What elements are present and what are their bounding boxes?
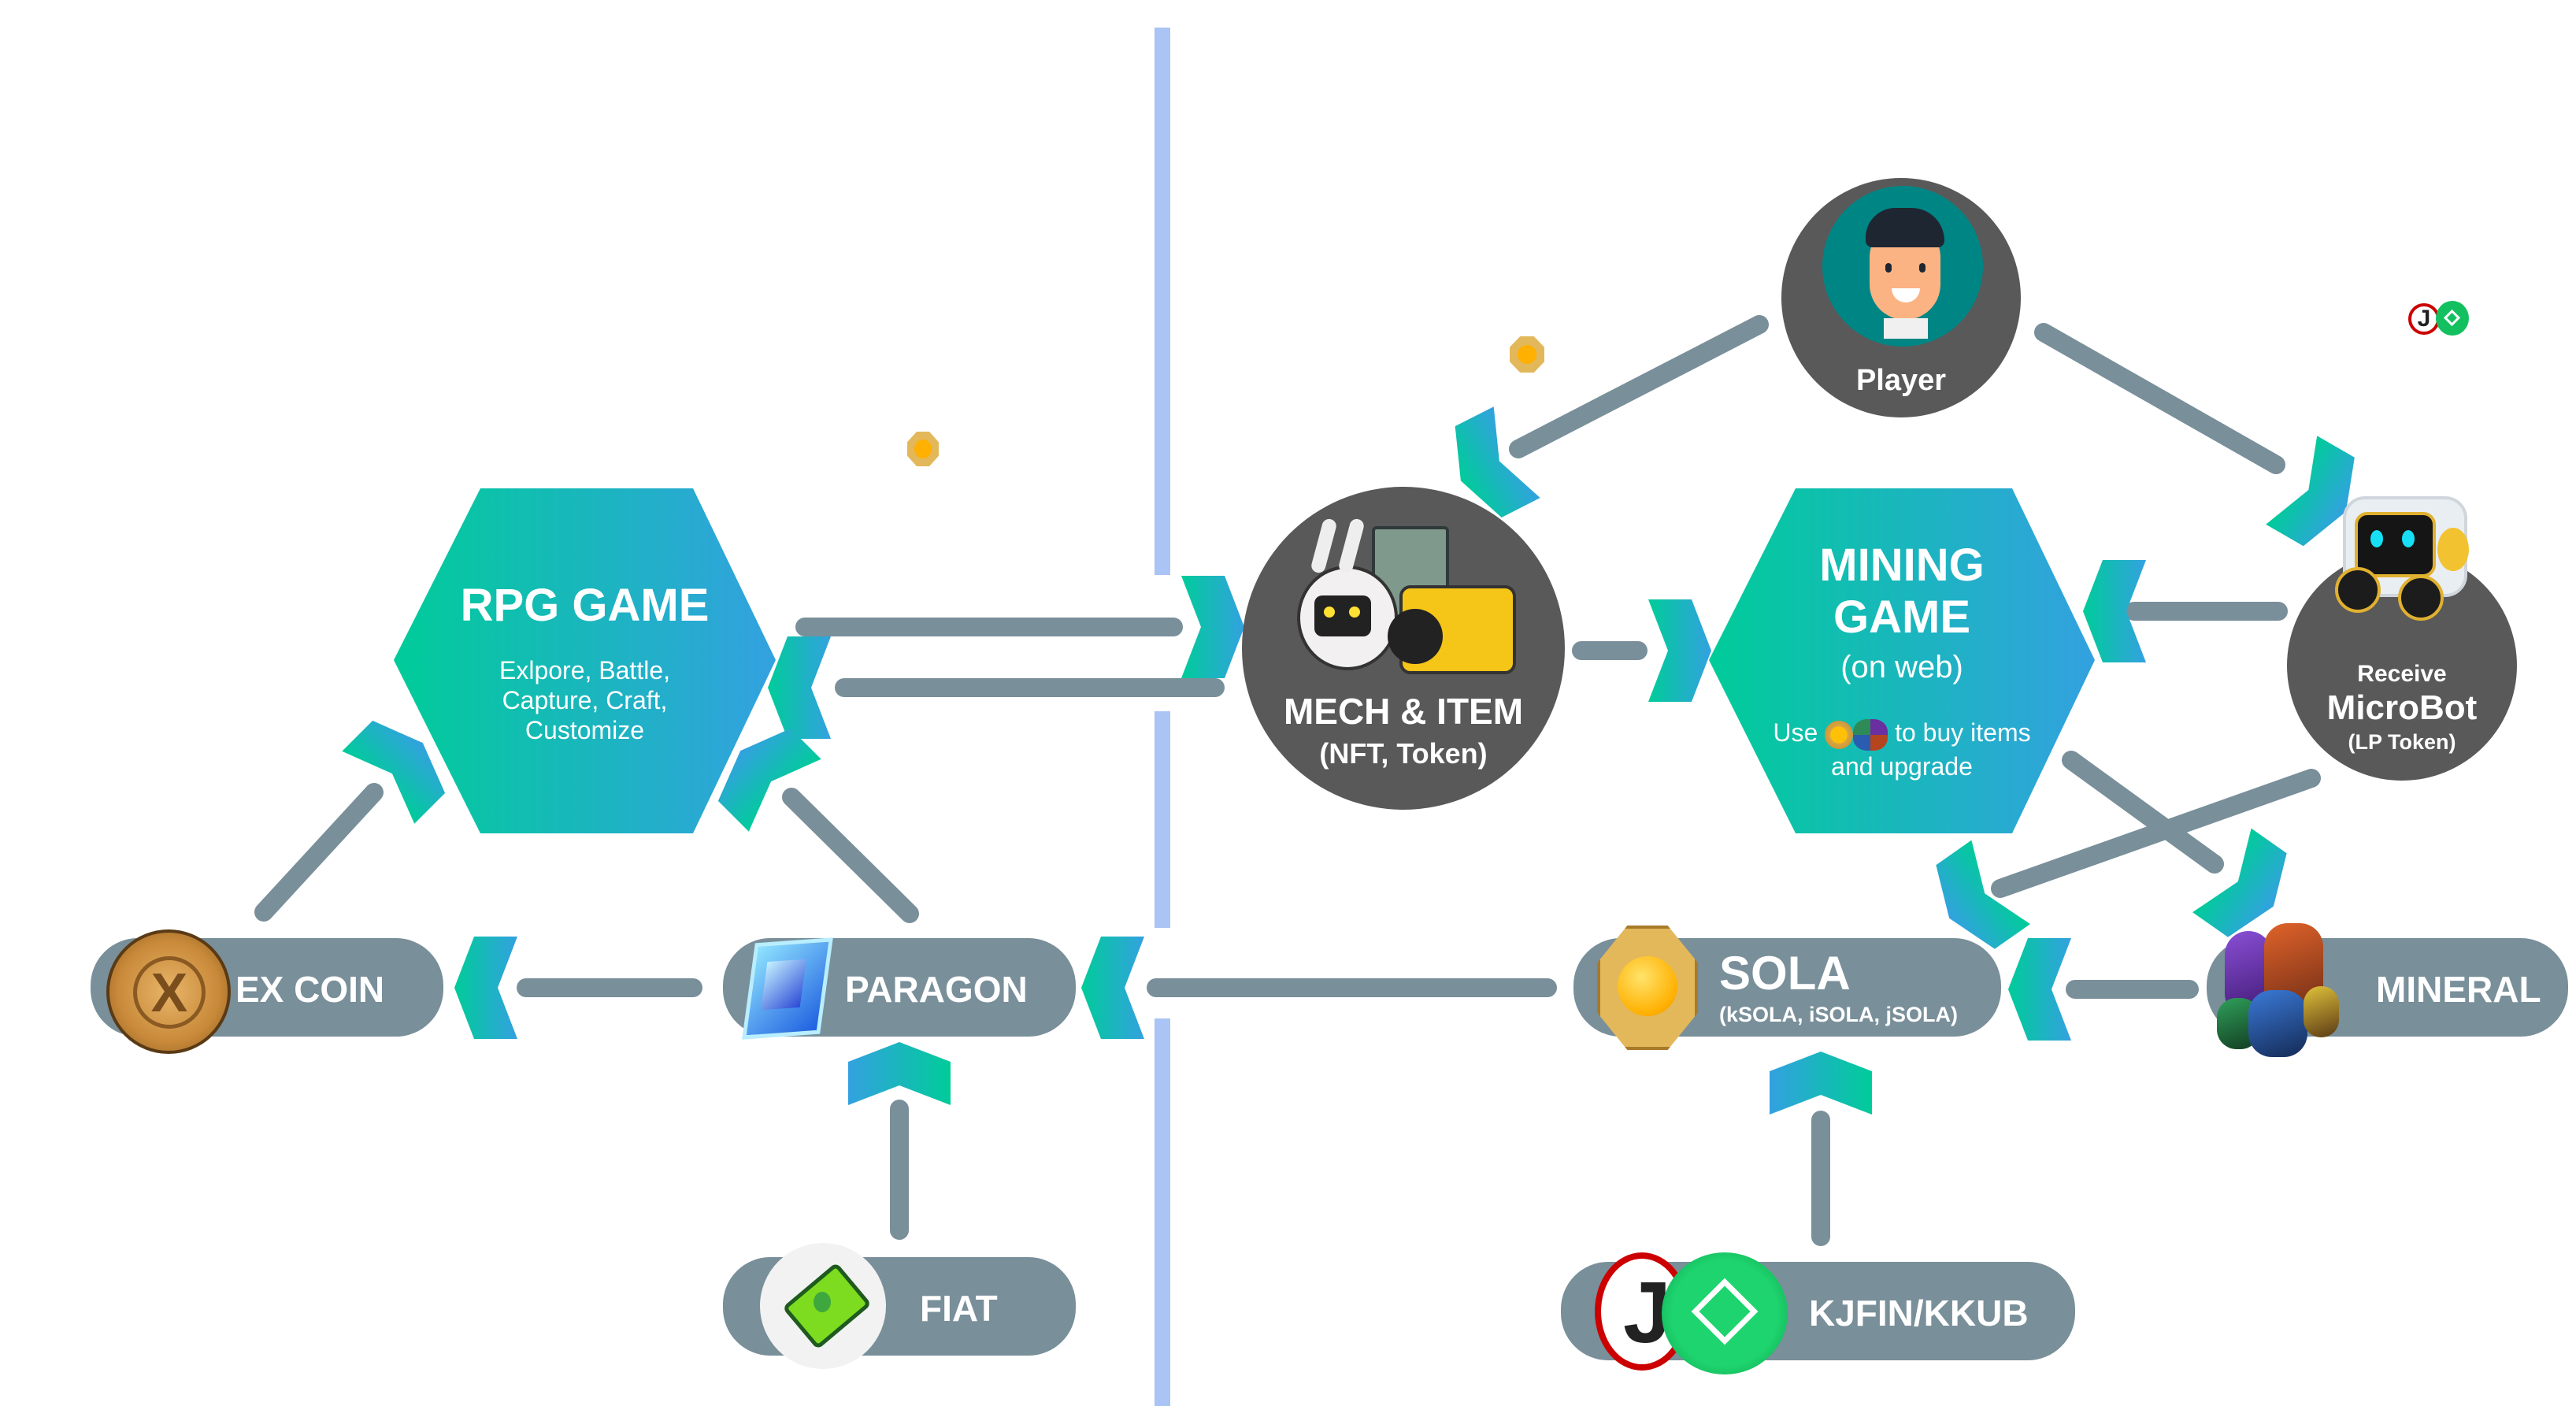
arrowhead-to-rpg xyxy=(768,636,831,739)
player-avatar-icon xyxy=(1822,186,1983,347)
sola-label: SOLA xyxy=(1719,947,1851,1000)
section-divider xyxy=(1155,28,1170,1406)
mech-item-title: MECH & ITEM xyxy=(1283,691,1524,732)
sola-coin-icon xyxy=(1510,336,1544,373)
microbot-icon xyxy=(2327,477,2477,621)
paragon-crystal-icon xyxy=(736,933,833,1040)
sola-coin-icon xyxy=(1825,720,1854,749)
rpg-game-desc-line: Customize xyxy=(524,716,645,744)
arrowhead-fiat-to-paragon xyxy=(848,1042,951,1105)
sola-coin-icon xyxy=(1597,926,1698,1050)
kkub-logo-icon xyxy=(2436,301,2469,336)
rpg-game-hexagon[interactable] xyxy=(394,488,776,833)
mech-item-node[interactable]: MECH & ITEM (NFT, Token) xyxy=(1242,487,1565,810)
arrowhead-to-mech xyxy=(1181,576,1244,678)
sola-sublabel: (kSOLA, iSOLA, jSOLA) xyxy=(1719,1003,1959,1026)
ex-coin-label: EX COIN xyxy=(235,969,385,1010)
arrowhead-sola-to-paragon xyxy=(1081,937,1144,1039)
kkub-logo-icon xyxy=(1662,1252,1788,1374)
mining-desc-prefix: Use xyxy=(1773,718,1818,747)
ex-coin-node[interactable]: EX COIN xyxy=(91,938,443,1037)
edge-paragon-to-rpg xyxy=(782,788,919,923)
arrowhead-kjfin-to-sola xyxy=(1770,1052,1872,1115)
mech-item-subtitle: (NFT, Token) xyxy=(1319,737,1488,770)
arrowhead-mineral-to-sola xyxy=(2008,938,2071,1041)
mining-game-subtitle: (on web) xyxy=(1840,650,1963,684)
arrowhead-to-mining xyxy=(1648,599,1711,702)
edge-mining-to-mineral xyxy=(2062,751,2224,874)
mineral-icon xyxy=(1853,718,1888,751)
paragon-label: PARAGON xyxy=(845,969,1028,1010)
ex-coin-icon: X xyxy=(106,929,231,1054)
mining-game-title-line: GAME xyxy=(1833,592,1970,643)
edge-excoin-to-rpg xyxy=(254,783,384,922)
mineral-icon xyxy=(2217,923,2363,1057)
edge-player-to-mech xyxy=(1509,315,1769,458)
rpg-game-desc-line: Capture, Craft, xyxy=(502,686,668,714)
player-node[interactable]: Player xyxy=(1781,178,2021,417)
microbot-line2: MicroBot xyxy=(2326,688,2478,727)
kjfin-kkub-label: KJFIN/KKUB xyxy=(1809,1293,2029,1334)
rpg-game-node: RPG GAME Exlpore, Battle, Capture, Craft… xyxy=(394,579,776,745)
mech-robots-icon xyxy=(1297,510,1516,674)
edge-microbot-to-sola xyxy=(1991,769,2321,898)
arrowhead-paragon-to-excoin xyxy=(454,937,517,1039)
sola-coin-icon xyxy=(907,432,939,466)
fiat-label: FIAT xyxy=(920,1288,998,1329)
mining-desc-line2: and upgrade xyxy=(1831,751,1973,781)
kjfin-logo-icon: J xyxy=(2408,303,2440,335)
microbot-line1: Receive xyxy=(2357,661,2447,687)
rpg-game-title: RPG GAME xyxy=(460,580,710,631)
mineral-label: MINERAL xyxy=(2376,969,2541,1010)
rpg-game-desc-line: Exlpore, Battle, xyxy=(499,656,670,684)
edge-player-to-microbot xyxy=(2034,323,2285,474)
mining-desc-suffix: to buy items xyxy=(1895,718,2031,747)
microbot-line3: (LP Token) xyxy=(2348,730,2456,754)
mining-game-title-line: MINING xyxy=(1819,540,1985,591)
player-label: Player xyxy=(1855,364,1947,397)
mining-game-node: MINING GAME (on web) Use to buy items an… xyxy=(1709,540,2095,782)
cash-icon xyxy=(760,1243,886,1369)
mining-game-hexagon[interactable] xyxy=(1709,488,2095,833)
